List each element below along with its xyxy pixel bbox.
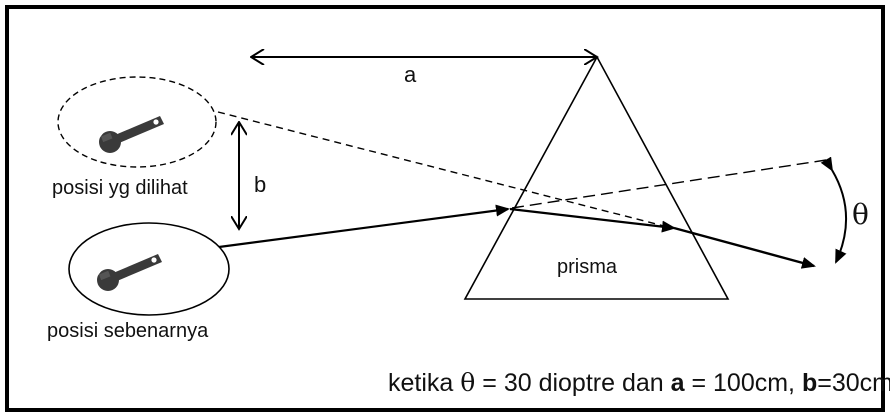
apparent-ray-dashed [217,111,673,229]
caption-a-text: = 100cm, [684,369,802,397]
wrench-icon [90,116,164,153]
label-theta: θ [852,198,869,231]
incident-ray [218,204,510,249]
label-a: a [404,62,417,87]
caption: ketika θ = 30 dioptre dan a = 100cm, b=3… [388,368,890,398]
actual-position-outline [68,222,230,316]
frame-border [5,5,885,412]
caption-theta-symbol: θ [460,368,476,397]
wrench-icon [88,254,162,291]
caption-b-text: =30cm [817,369,890,397]
apparent-position-outline [57,76,217,168]
label-apparent-position: posisi yg dilihat [52,177,188,199]
caption-prefix: ketika [388,369,461,397]
incident-ray-extension [511,159,827,209]
deviation-angle-arc [820,156,847,264]
label-actual-position: posisi sebenarnya [47,320,209,342]
prism-triangle [463,55,730,300]
label-prism: prisma [557,256,618,278]
label-b: b [254,172,267,197]
caption-a-label: a [670,369,685,397]
caption-theta-text: = 30 dioptre dan [475,369,671,397]
emergent-ray [673,226,816,269]
caption-b-label: b [801,369,818,397]
ray-inside-prism [509,207,676,233]
